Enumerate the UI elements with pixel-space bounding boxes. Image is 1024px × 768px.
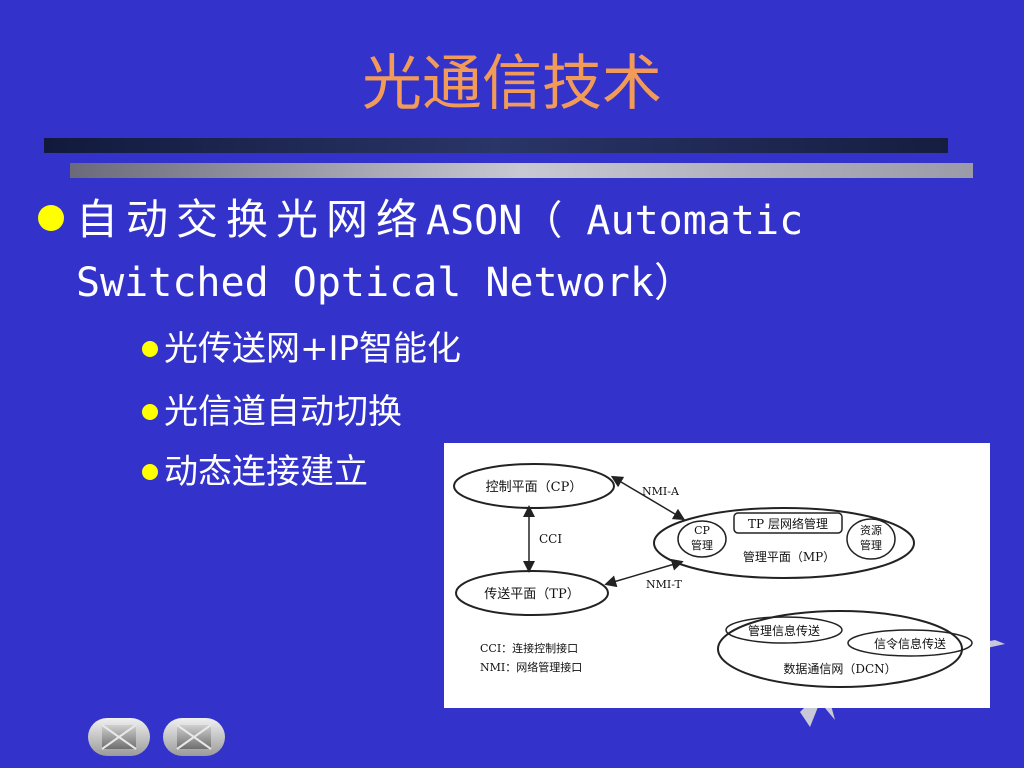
nav-prev-button[interactable] xyxy=(88,718,150,756)
bullet-main-latin: ASON（ Automatic xyxy=(426,198,804,244)
resource-management-label-1: 资源 xyxy=(860,523,882,537)
sub-bullet-text: 动态连接建立 xyxy=(164,452,368,492)
sub-bullet-3: 动态连接建立 xyxy=(142,450,368,494)
dcn-ellipse xyxy=(717,610,963,688)
nmi-a-arrow xyxy=(610,475,686,521)
title-divider-light xyxy=(70,163,973,178)
cp-management-label-2: 管理 xyxy=(691,538,713,552)
transport-plane-label: 传送平面（TP） xyxy=(484,587,579,602)
management-info-label: 管理信息传送 xyxy=(748,623,820,638)
nmi-a-label: NMI-A xyxy=(642,485,680,498)
legend-nmi: NMI：网络管理接口 xyxy=(480,660,582,674)
nav-prev-x-icon xyxy=(101,724,137,750)
management-plane-ellipse xyxy=(653,507,915,579)
bullet-main-cjk: 自动交换光网络 xyxy=(76,195,427,244)
cp-management-ellipse xyxy=(677,520,727,558)
sub-bullet-1: 光传送网+IP智能化 xyxy=(142,327,461,371)
title-divider-dark xyxy=(44,138,948,153)
sub-bullet-dot-icon xyxy=(142,404,158,420)
bullet-main-line1: 自动交换光网络ASON（ Automatic xyxy=(76,195,803,246)
sub-bullet-dot-icon xyxy=(142,341,158,357)
ason-architecture-diagram: 控制平面（CP） 传送平面（TP） CCI CP 管理 TP 层网络管理 资源 … xyxy=(444,443,990,708)
nav-next-x-icon xyxy=(176,724,212,750)
sub-bullet-text: 光信道自动切换 xyxy=(164,392,402,432)
resource-management-ellipse xyxy=(846,518,896,560)
nav-next-button[interactable] xyxy=(163,718,225,756)
sub-bullet-text: 光传送网+IP智能化 xyxy=(164,329,462,369)
sub-bullet-dot-icon xyxy=(142,464,158,480)
slide-title: 光通信技术 xyxy=(362,49,662,119)
management-plane-label: 管理平面（MP） xyxy=(743,549,835,564)
cci-label: CCI xyxy=(539,532,562,546)
cp-management-label-1: CP xyxy=(694,524,710,537)
sub-bullet-2: 光信道自动切换 xyxy=(142,390,402,434)
nmi-t-label: NMI-T xyxy=(646,578,683,591)
signaling-info-label: 信令信息传送 xyxy=(874,636,946,651)
management-info-ellipse xyxy=(725,616,843,644)
bullet-main-line2: Switched Optical Network） xyxy=(76,260,694,306)
control-plane-label: 控制平面（CP） xyxy=(486,480,583,495)
legend-cci: CCI：连接控制接口 xyxy=(480,641,578,655)
tp-management-label: TP 层网络管理 xyxy=(748,516,828,531)
dcn-label: 数据通信网（DCN） xyxy=(783,661,896,676)
nmi-t-arrow xyxy=(604,558,684,588)
tp-management-box xyxy=(733,512,843,534)
bullet-dot-icon xyxy=(38,205,64,231)
signaling-info-ellipse xyxy=(847,629,973,657)
resource-management-label-2: 管理 xyxy=(860,538,882,552)
